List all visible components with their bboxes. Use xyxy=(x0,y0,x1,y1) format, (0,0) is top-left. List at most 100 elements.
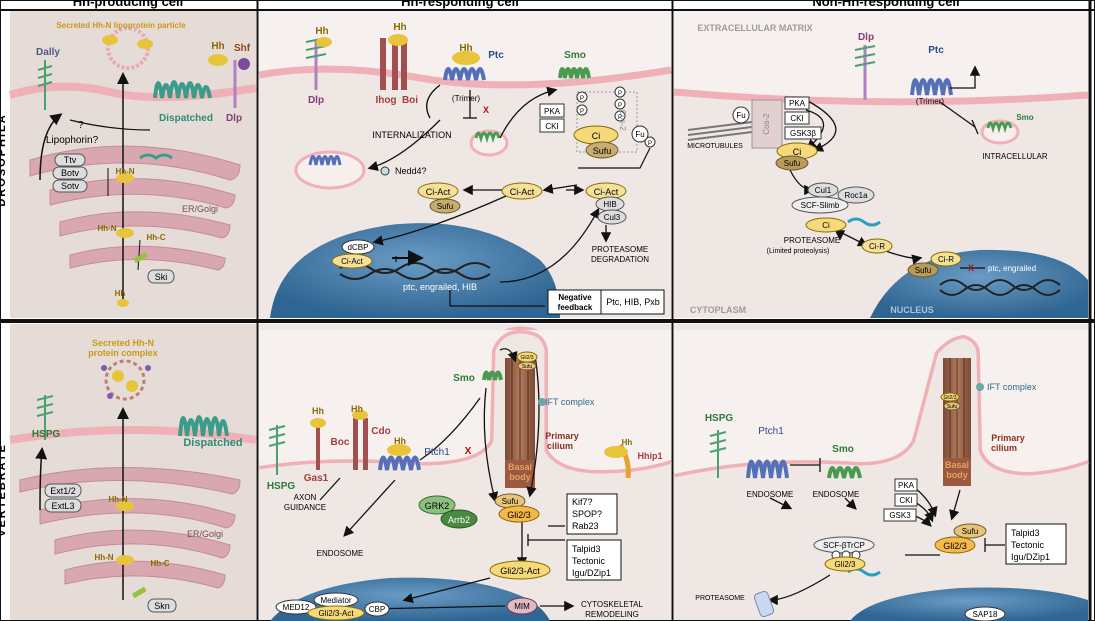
svg-text:Ci-Act: Ci-Act xyxy=(426,187,451,197)
phospho-p-2: P xyxy=(580,109,584,115)
vert-gsk-box: GSK3 xyxy=(883,508,917,522)
vert-er-golgi-label: ER/Golgi xyxy=(187,529,223,539)
intracellular-label: INTRACELLULAR xyxy=(982,152,1048,161)
cir-nuc-oval: Ci-R xyxy=(930,251,962,267)
nonresp-ift-label: IFT complex xyxy=(987,382,1037,392)
guidance-label: GUIDANCE xyxy=(284,503,326,512)
vert-hh-label-3: Hh xyxy=(394,436,406,446)
nonresp-sufu-tip: Sufu xyxy=(943,401,961,411)
gliact-nuc-oval: Gli2/3-Act xyxy=(307,605,365,621)
med12-oval: MED12 xyxy=(275,599,317,615)
boc-label: Boc xyxy=(331,437,350,448)
nonresp-dlp-label: Dlp xyxy=(858,32,874,43)
svg-text:Ci: Ci xyxy=(793,147,802,157)
svg-text:Cul3: Cul3 xyxy=(604,213,621,222)
vert-proteasome-label: PROTEASOME xyxy=(695,595,745,602)
dlp-label: Dlp xyxy=(226,113,242,124)
svg-text:GSK3β: GSK3β xyxy=(790,129,816,138)
row-label-vertebrate: VERTEBRATE xyxy=(0,443,8,537)
svg-text:Sotv: Sotv xyxy=(61,181,80,191)
hhn-label-2: Hh-N xyxy=(97,224,116,233)
phospho-p-4: P xyxy=(618,103,622,109)
vert-resp-hspg-label: HSPG xyxy=(267,481,296,492)
svg-text:Cul1: Cul1 xyxy=(815,186,832,195)
dros-responding-cell: Hh Hh Hh Ptc Dlp Ihog Boi (Trimer) X Smo… xyxy=(258,22,672,318)
vert-responding-cell: Smo Gli2/3 Sufu IFT complex Hh Hh Hh Cdo… xyxy=(258,326,673,621)
primary-label: Primary xyxy=(545,431,579,441)
svg-text:Ext1/2: Ext1/2 xyxy=(50,486,76,496)
vert-pka-box: PKA xyxy=(894,478,918,492)
nonresp-sufu-oval: Sufu xyxy=(775,155,809,171)
ski-pill: Ski xyxy=(147,269,175,284)
fu-circle: Fu xyxy=(631,125,649,143)
endosome-label-2: ENDOSOME xyxy=(813,490,860,499)
cul3-oval: Cul3 xyxy=(597,209,627,225)
degradation-label: DEGRADATION xyxy=(591,255,649,264)
nonresp-talpid3-label: Talpid3 xyxy=(1011,528,1040,538)
smo-label: Smo xyxy=(564,50,586,61)
grk2-oval: GRK2 xyxy=(418,495,456,515)
hhn-label-1: Hh-N xyxy=(115,167,134,176)
ttv-pill: Ttv xyxy=(54,153,86,167)
nonresp-proteasome-label: PROTEASOME xyxy=(784,236,840,245)
svg-text:Skn: Skn xyxy=(154,601,170,611)
block-x-label: X xyxy=(483,105,489,115)
vert-dispatched-label: Dispatched xyxy=(183,437,242,449)
vert-gli-oval: Gli2/3 xyxy=(498,505,540,523)
vert-block-x: X xyxy=(465,446,472,457)
svg-text:dCBP: dCBP xyxy=(348,243,369,252)
hhip1-label: Hhip1 xyxy=(637,451,662,461)
resp-hh-label-1: Hh xyxy=(315,26,328,37)
resp-hh-label-2: Hh xyxy=(393,22,406,33)
svg-text:Sufu: Sufu xyxy=(962,527,978,536)
column-header-responding: Hh-responding cell xyxy=(401,0,519,9)
nonresp-primary-label: Primary xyxy=(991,433,1025,443)
svg-text:PKA: PKA xyxy=(789,99,806,108)
vert-smo-label: Smo xyxy=(453,373,475,384)
microtubules-label: MICROTUBULES xyxy=(687,143,743,150)
svg-text:Ci-R: Ci-R xyxy=(938,255,954,264)
vert-hspg-label: HSPG xyxy=(32,429,61,440)
svg-text:Sufu: Sufu xyxy=(522,364,533,370)
svg-text:Ci-R: Ci-R xyxy=(869,242,885,251)
nonresp-gsk-box: GSK3β xyxy=(784,126,822,140)
svg-text:Sufu: Sufu xyxy=(947,404,958,410)
ciact-oval-3: Ci-Act xyxy=(585,182,627,200)
nonresp-ci2-oval: Ci xyxy=(805,217,847,233)
limited-proteolysis-label: (Limited proteolysis) xyxy=(767,248,830,255)
svg-text:Ttv: Ttv xyxy=(64,155,77,165)
svg-text:Sufu: Sufu xyxy=(437,202,453,211)
svg-text:HIB: HIB xyxy=(603,200,616,209)
svg-text:Sufu: Sufu xyxy=(915,266,931,275)
negative-label: Negative xyxy=(558,293,592,302)
sap18-oval: SAP18 xyxy=(964,606,1006,621)
svg-text:SCF-Slimb: SCF-Slimb xyxy=(801,201,840,210)
nonresp-tectonic-label: Tectonic xyxy=(1011,540,1045,550)
cytoplasm-label: CYTOPLASM xyxy=(690,305,746,315)
scf-slimb-oval: SCF-Slimb xyxy=(791,196,849,214)
axon-label: AXON xyxy=(294,493,317,502)
resp-hh-label-3: Hh xyxy=(459,43,472,54)
svg-text:CBP: CBP xyxy=(369,605,385,614)
endosome-label: ENDOSOME xyxy=(317,549,364,558)
gli-tip-oval: Gli2/3 xyxy=(516,351,538,363)
cdo-label: Cdo xyxy=(371,426,390,437)
nonresp-basal-1: Basal xyxy=(945,460,969,470)
svg-text:GSK3: GSK3 xyxy=(889,511,911,520)
kif7-label: Kif7? xyxy=(572,497,593,507)
internalization-label: INTERNALIZATION xyxy=(372,130,451,140)
cbp-oval: CBP xyxy=(364,601,390,617)
nonresp-cos2-label: Cos-2 xyxy=(762,113,771,135)
column-header-nonresponding: Non-Hh-responding cell xyxy=(812,0,959,9)
endosome-label-1: ENDOSOME xyxy=(747,490,794,499)
ecm-label: EXTRACELLULAR MATRIX xyxy=(697,23,812,33)
ciact-nuc-oval: Ci-Act xyxy=(331,253,373,269)
cir-oval: Ci-R xyxy=(861,238,893,254)
spop-label: SPOP? xyxy=(572,509,602,519)
nonresp-vsmo-label: Smo xyxy=(832,444,854,455)
vert-complex-label-1: Secreted Hh-N xyxy=(92,338,154,348)
nonresp-pka-box: PKA xyxy=(784,96,810,110)
sotv-pill: Sotv xyxy=(52,179,88,193)
svg-text:Roc1a: Roc1a xyxy=(844,191,868,200)
svg-text:PKA: PKA xyxy=(544,107,561,116)
